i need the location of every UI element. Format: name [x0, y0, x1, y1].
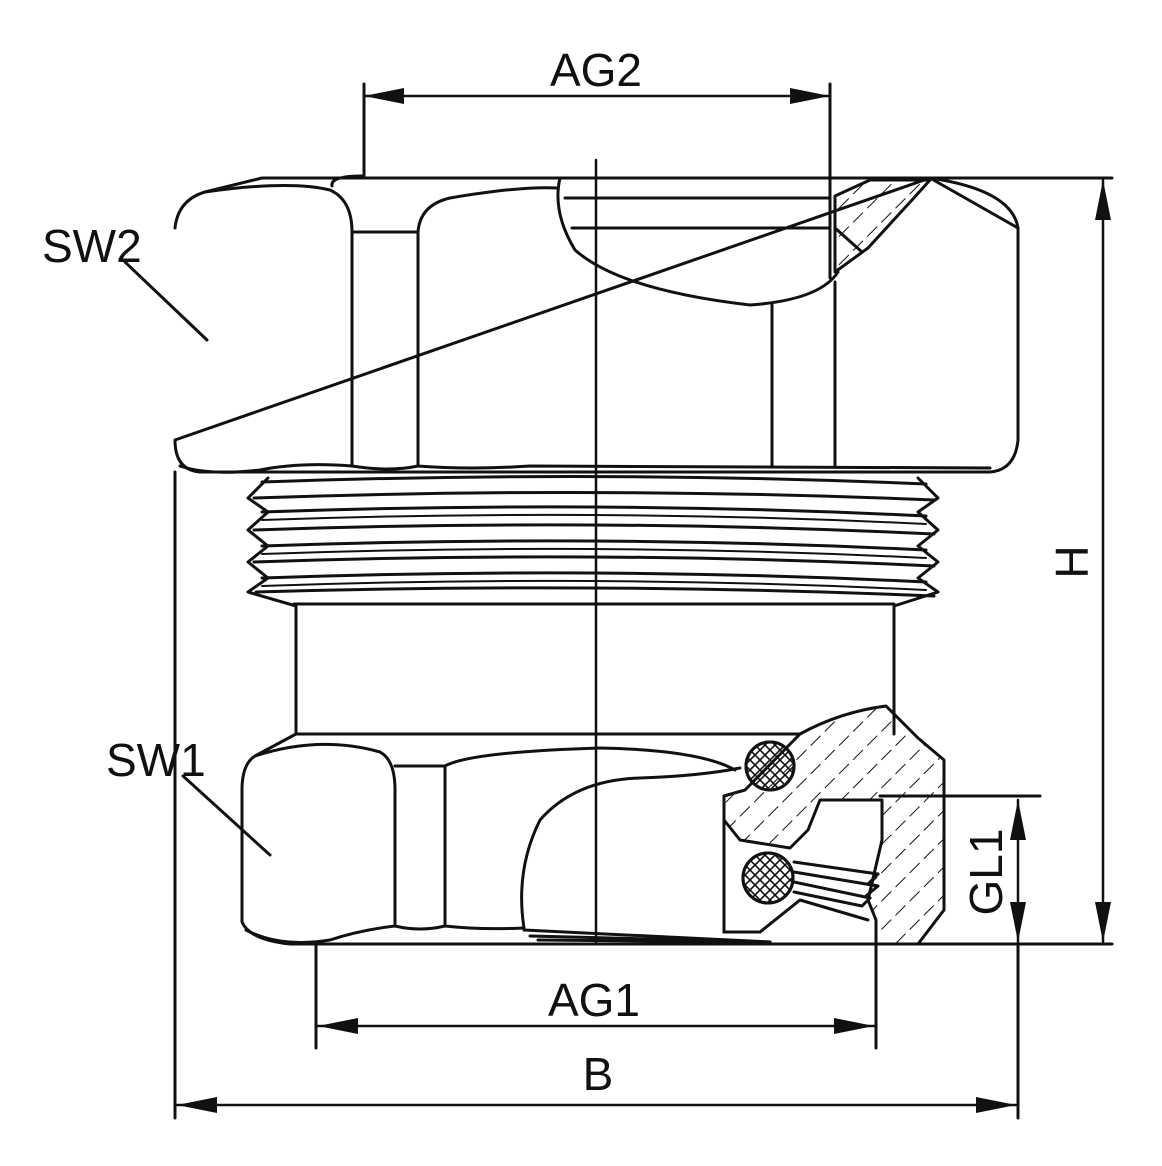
label-ag1: AG1 [548, 974, 640, 1026]
dim-h [1016, 178, 1114, 946]
label-ag2: AG2 [550, 44, 642, 96]
label-b: B [583, 1048, 614, 1100]
sw2-leader [123, 260, 209, 342]
label-h: H [1046, 545, 1098, 578]
dim-b [173, 470, 1020, 1120]
bottom-nut [240, 704, 1042, 946]
dim-ag1 [314, 944, 878, 1050]
top-nut [173, 174, 1114, 474]
label-gl1: GL1 [960, 829, 1012, 916]
thread [246, 474, 940, 608]
label-sw1: SW1 [106, 734, 206, 786]
label-sw2: SW2 [42, 220, 142, 272]
sw1-leader [181, 774, 272, 857]
dim-ag2 [362, 82, 832, 198]
